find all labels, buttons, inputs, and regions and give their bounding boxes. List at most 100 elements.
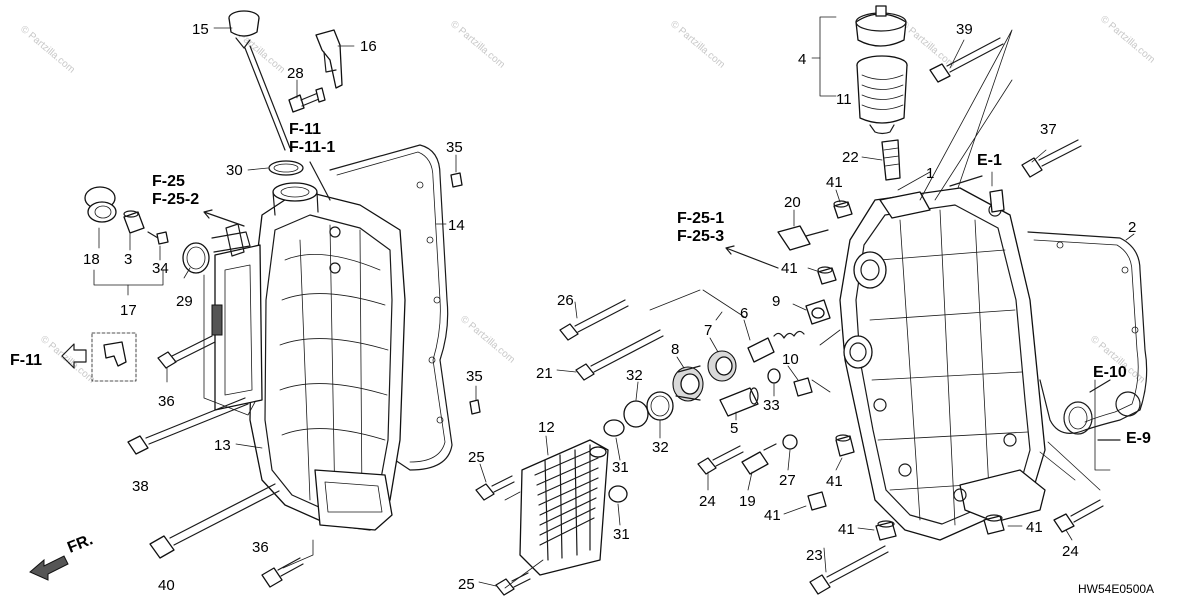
callout-1[interactable]: 1 (926, 165, 934, 182)
callout-41-c[interactable]: 41 (826, 473, 843, 490)
callout-22[interactable]: 22 (842, 149, 859, 166)
part-33-washer (767, 368, 781, 384)
callout-9[interactable]: 9 (772, 293, 780, 310)
ref-f25-3[interactable]: F-25-3 (677, 228, 724, 245)
callout-28[interactable]: 28 (287, 65, 304, 82)
callout-31-upper[interactable]: 31 (612, 459, 629, 476)
callout-7[interactable]: 7 (704, 322, 712, 339)
callout-27[interactable]: 27 (779, 472, 796, 489)
ref-f25-1[interactable]: F-25-1 (677, 210, 724, 227)
callout-38[interactable]: 38 (132, 478, 149, 495)
part-26-bolt (559, 299, 629, 341)
part-3-collar (123, 210, 145, 234)
part-24-bolt-left (697, 445, 744, 475)
callout-17[interactable]: 17 (120, 302, 137, 319)
part-8-valve (672, 365, 704, 402)
callout-30[interactable]: 30 (226, 162, 243, 179)
watermark-text: © Partzilla.com (448, 19, 507, 71)
part-1-crankcase (839, 187, 1046, 541)
callout-32-upper[interactable]: 32 (626, 367, 643, 384)
diagram-code: HW54E0500A (1078, 582, 1154, 596)
part-32-o-ring-a (623, 400, 649, 428)
callout-41-b[interactable]: 41 (781, 260, 798, 277)
callout-5[interactable]: 5 (730, 420, 738, 437)
ref-e9[interactable]: E-9 (1126, 430, 1151, 447)
callout-24-right[interactable]: 24 (1062, 543, 1079, 560)
callout-14[interactable]: 14 (448, 217, 465, 234)
ref-e10[interactable]: E-10 (1093, 364, 1127, 381)
part-41-plug-b (817, 266, 837, 285)
part-10-dowel (793, 377, 813, 397)
part-40-bolt (149, 483, 280, 559)
ref-f11[interactable]: F-11 (289, 121, 321, 138)
callout-41-e[interactable]: 41 (838, 521, 855, 538)
ref-e1[interactable]: E-1 (977, 152, 1002, 169)
callout-3[interactable]: 3 (124, 251, 132, 268)
callout-4[interactable]: 4 (798, 51, 806, 68)
callout-41-d[interactable]: 41 (764, 507, 781, 524)
part-41-plug-f (983, 514, 1005, 535)
callout-25-upper[interactable]: 25 (468, 449, 485, 466)
part-39-bolt (929, 37, 1004, 83)
part-31-o-ring-upper (603, 419, 625, 437)
part-34-bolt (147, 231, 169, 245)
callout-11[interactable]: 11 (836, 91, 852, 108)
callout-36-lower[interactable]: 36 (252, 539, 269, 556)
callout-23[interactable]: 23 (806, 547, 823, 564)
callout-36-upper[interactable]: 36 (158, 393, 175, 410)
part-7-valve-cap (707, 350, 737, 382)
callout-41-a[interactable]: 41 (826, 174, 843, 191)
front-label: FR. (65, 531, 95, 556)
callout-32-lower[interactable]: 32 (652, 439, 669, 456)
part-23-bolt (809, 545, 889, 595)
ref-f11-left[interactable]: F-11 (10, 352, 42, 369)
callout-34[interactable]: 34 (152, 260, 169, 277)
part-15-dipstick (228, 10, 291, 151)
assembly-lines (203, 29, 1111, 589)
front-direction-indicator: FR. (29, 531, 95, 581)
ref-f25[interactable]: F-25 (152, 173, 185, 190)
callout-18[interactable]: 18 (83, 251, 100, 268)
callout-35-lower[interactable]: 35 (466, 368, 483, 385)
callout-33[interactable]: 33 (763, 397, 780, 414)
part-37-bolt (1021, 139, 1082, 178)
callout-24-left[interactable]: 24 (699, 493, 716, 510)
watermark-text: © Partzilla.com (38, 334, 97, 386)
part-20-sensor (777, 225, 829, 251)
callout-40[interactable]: 40 (158, 577, 175, 594)
f11-direction-arrow (61, 343, 87, 369)
callout-41-f[interactable]: 41 (1026, 519, 1043, 536)
part-41-plug-d (807, 491, 827, 511)
callout-39[interactable]: 39 (956, 21, 973, 38)
leader-lines (98, 27, 1135, 587)
callout-8[interactable]: 8 (671, 341, 679, 358)
callout-35-upper[interactable]: 35 (446, 139, 463, 156)
part-41-plug-e (875, 520, 897, 541)
callout-25-lower[interactable]: 25 (458, 576, 475, 593)
callout-13[interactable]: 13 (214, 437, 231, 454)
ref-f25-2[interactable]: F-25-2 (152, 191, 199, 208)
callout-numbers: 15 16 28 30 35 14 18 3 34 29 17 36 35 13… (83, 21, 1136, 594)
callout-26[interactable]: 26 (557, 292, 574, 309)
callout-2[interactable]: 2 (1128, 219, 1136, 236)
callout-6[interactable]: 6 (740, 305, 748, 322)
callout-29[interactable]: 29 (176, 293, 193, 310)
part-22-pipe (881, 139, 901, 181)
callout-21[interactable]: 21 (536, 365, 553, 382)
watermark-text: © Partzilla.com (458, 314, 517, 366)
ref-f11-1[interactable]: F-11-1 (289, 139, 335, 156)
callout-20[interactable]: 20 (784, 194, 801, 211)
callout-37[interactable]: 37 (1040, 121, 1057, 138)
callout-16[interactable]: 16 (360, 38, 377, 55)
callout-15[interactable]: 15 (192, 21, 209, 38)
part-19-sensor (741, 443, 777, 475)
callout-31-lower[interactable]: 31 (613, 526, 630, 543)
part-31-o-ring-lower (608, 485, 628, 503)
callout-19[interactable]: 19 (739, 493, 756, 510)
callout-10[interactable]: 10 (782, 351, 799, 368)
breather-clip-inset (91, 332, 137, 382)
part-13-side-cover (211, 182, 406, 531)
callout-12[interactable]: 12 (538, 419, 555, 436)
